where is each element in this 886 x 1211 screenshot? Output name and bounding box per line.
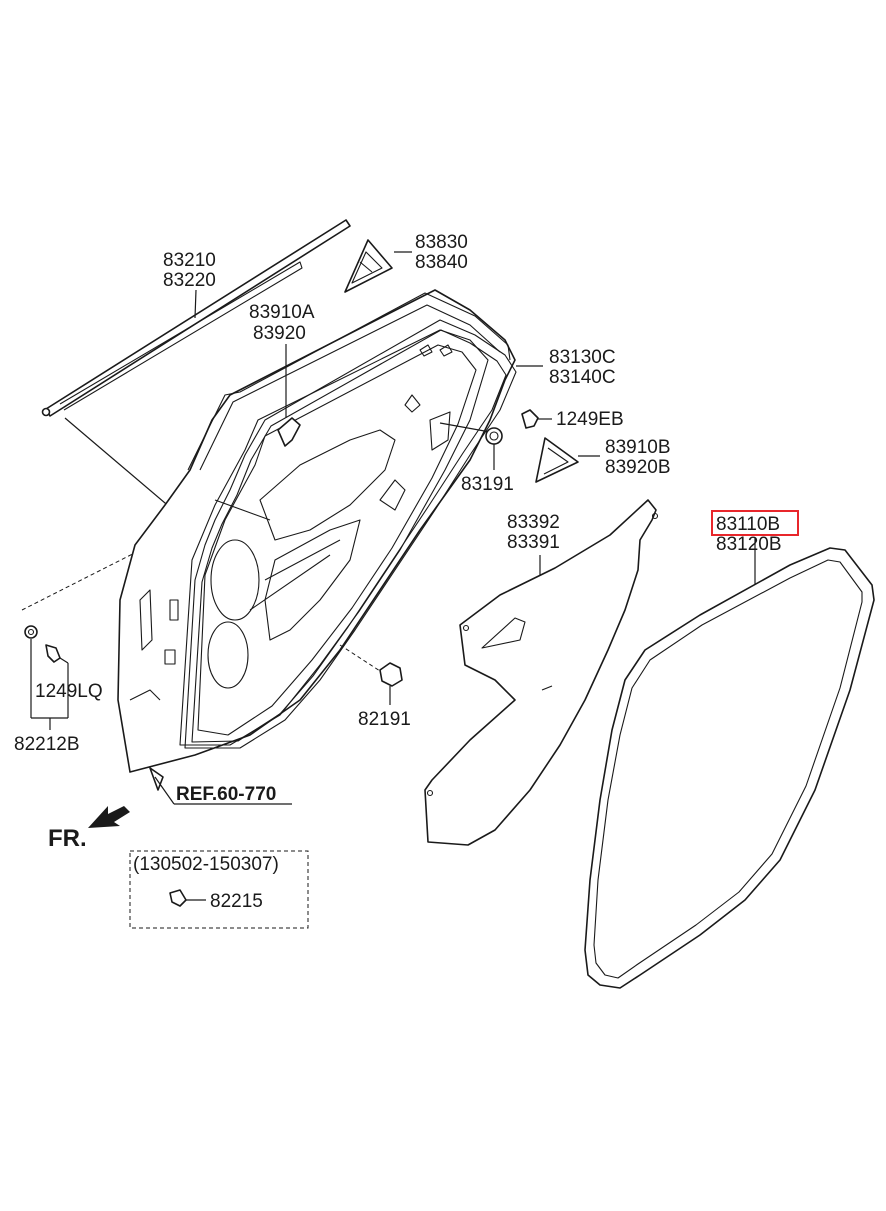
label-83210: 83210 [163, 250, 216, 271]
label-1249eb: 1249EB [556, 409, 624, 430]
label-83830: 83830 [415, 232, 468, 253]
label-83392: 83392 [507, 512, 560, 533]
label-1249lq: 1249LQ [35, 681, 103, 702]
label-83840: 83840 [415, 252, 468, 273]
stopper-82191-part[interactable] [339, 644, 403, 705]
label-83910b: 83910B [605, 437, 671, 458]
label-82215: 82215 [210, 891, 263, 912]
front-direction-arrow-icon [88, 806, 130, 828]
label-83910a: 83910A [249, 302, 315, 323]
delta-cover-part[interactable] [535, 437, 600, 483]
door-weatherstrip-part[interactable] [584, 538, 875, 989]
label-83140c: 83140C [549, 367, 616, 388]
grommet-83191-part[interactable] [485, 427, 503, 470]
door-frame-weatherstrip-part[interactable] [184, 319, 543, 749]
sealing-cover-part[interactable] [424, 499, 659, 846]
label-83220: 83220 [163, 270, 216, 291]
belt-weatherstrip-part[interactable] [41, 219, 351, 417]
inner-handle-bracket-part[interactable] [277, 344, 301, 447]
door-panel-part[interactable] [117, 289, 516, 773]
label-83110b[interactable]: 83110B [716, 514, 780, 535]
screw-1249lq-part[interactable] [45, 644, 69, 718]
belt-leader-line [64, 417, 186, 521]
label-83391: 83391 [507, 532, 560, 553]
bolt-1249eb-part[interactable] [439, 409, 552, 433]
label-83120b: 83120B [716, 534, 782, 555]
delta-trim-part[interactable] [344, 239, 412, 293]
label-date-range: (130502-150307) [133, 854, 279, 875]
date-range-box [129, 850, 309, 929]
clip-82212b-part[interactable] [24, 625, 38, 718]
highlight-box [711, 510, 799, 536]
ref-pointer [149, 767, 292, 805]
label-83191: 83191 [461, 474, 514, 495]
label-fr: FR. [48, 825, 87, 852]
label-82212b: 82212B [14, 734, 80, 755]
label-83920b: 83920B [605, 457, 671, 478]
label-83130c: 83130C [549, 347, 616, 368]
label-82191: 82191 [358, 709, 411, 730]
screw-82215-part[interactable] [169, 889, 206, 907]
label-ref: REF.60-770 [176, 784, 276, 805]
label-83920-a: 83920 [253, 323, 306, 344]
